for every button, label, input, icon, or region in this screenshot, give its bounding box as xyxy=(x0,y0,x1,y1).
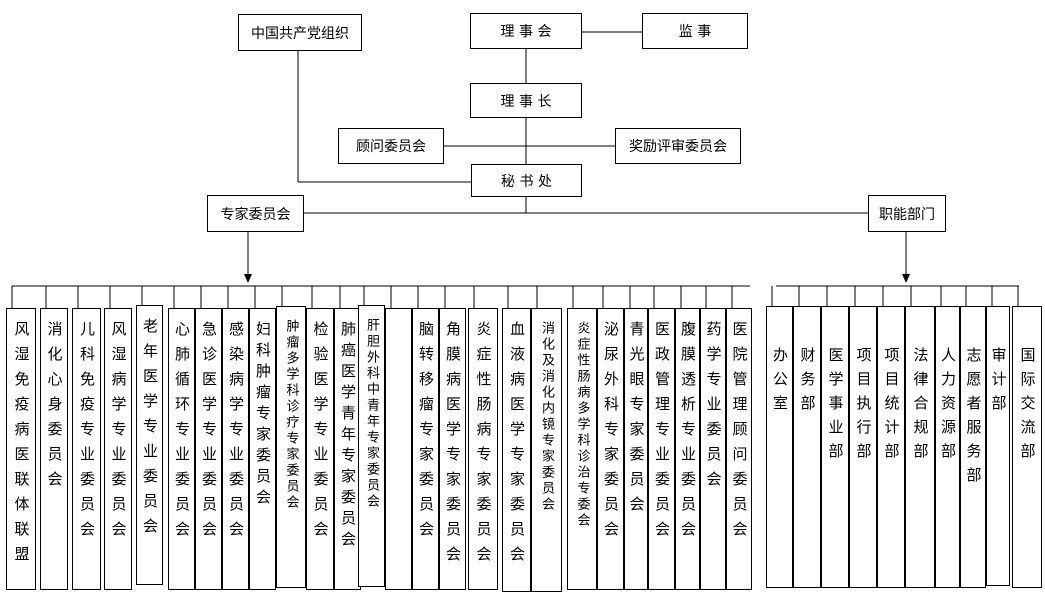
committee-label: 血液病医学专家委员会 xyxy=(508,321,526,571)
secretariat-box: 秘 书 处 xyxy=(471,164,582,197)
council-box: 理 事 会 xyxy=(470,13,582,49)
committee-box: 腹膜透析专业委员会 xyxy=(675,308,700,590)
committee-box: 心肺循环专业委员会 xyxy=(168,308,195,590)
committee-label: 急诊医学专业委员会 xyxy=(200,321,218,546)
department-box: 志愿者服务部 xyxy=(960,306,986,588)
supervisor-box: 监 事 xyxy=(642,13,748,49)
department-label: 志愿者服务部 xyxy=(964,347,983,491)
committee-box: 肺癌医学青年专家委员会 xyxy=(334,308,361,590)
department-label: 医学事业部 xyxy=(826,347,845,467)
committee-box: 青光眼专家委员会 xyxy=(624,308,648,590)
committee-label: 医政管理专业委员会 xyxy=(653,321,671,546)
committee-box xyxy=(385,308,412,590)
committee-label: 腹膜透析专业委员会 xyxy=(679,321,697,546)
secretariat-label: 秘 书 处 xyxy=(501,173,552,190)
committee-box: 泌尿外科专家委员会 xyxy=(597,308,624,590)
supervisor-label: 监 事 xyxy=(678,24,712,40)
party-organization-box: 中国共产党组织 xyxy=(238,14,362,51)
department-box: 医学事业部 xyxy=(821,306,849,588)
committee-label: 风湿免疫病医联体联盟 xyxy=(12,321,31,571)
committee-box: 角膜病医学专家委员会 xyxy=(439,308,466,590)
committee-box: 肿瘤多学科诊疗专家委员会 xyxy=(276,306,306,588)
council-label: 理 事 会 xyxy=(500,24,552,40)
chair-label: 理 事 长 xyxy=(500,93,552,110)
committee-box: 感染病学专业委员会 xyxy=(222,308,249,590)
committee-box: 妇科肿瘤专家委员会 xyxy=(249,308,276,590)
committee-label: 肝胆外科中青年专家委员会 xyxy=(364,318,379,510)
committee-label: 感染病学专业委员会 xyxy=(227,321,245,546)
award-committee-box: 奖励评审委员会 xyxy=(615,128,741,164)
committee-label: 炎症性肠病专家委员会 xyxy=(474,321,493,571)
expert-committee-label: 专家委员会 xyxy=(220,206,291,223)
department-box: 项目统计部 xyxy=(877,306,905,588)
committee-label: 医院管理顾问委员会 xyxy=(730,321,749,546)
committee-label: 风湿病学专业委员会 xyxy=(109,321,128,546)
functional-departments-box: 职能部门 xyxy=(868,195,946,232)
department-box: 人力资源部 xyxy=(935,306,960,588)
department-label: 审计部 xyxy=(989,347,1008,419)
department-box: 办公室 xyxy=(766,306,793,588)
functional-departments-label: 职能部门 xyxy=(879,206,935,223)
committee-label: 泌尿外科专家委员会 xyxy=(602,321,620,546)
department-box: 项目执行部 xyxy=(849,306,877,588)
department-label: 法律合规部 xyxy=(911,347,930,467)
committee-label: 儿科免疫专业委员会 xyxy=(78,321,96,546)
committee-box: 血液病医学专家委员会 xyxy=(502,308,531,592)
committee-label: 肺癌医学青年专家委员会 xyxy=(339,321,357,552)
department-label: 项目执行部 xyxy=(854,347,873,467)
committee-label: 心肺循环专业委员会 xyxy=(173,321,191,546)
committee-box: 老年医学专业委员会 xyxy=(136,305,163,585)
department-label: 财务部 xyxy=(798,347,817,419)
department-box: 财务部 xyxy=(793,306,821,588)
committee-box: 急诊医学专业委员会 xyxy=(195,308,222,590)
committee-box: 医政管理专业委员会 xyxy=(648,308,675,590)
committee-box: 炎症性肠病专家委员会 xyxy=(468,308,498,590)
committee-box: 医院管理顾问委员会 xyxy=(726,308,752,590)
committee-box: 检验医学专业委员会 xyxy=(306,308,334,590)
committee-label: 消化心身委员会 xyxy=(45,321,64,496)
committee-label: 检验医学专业委员会 xyxy=(311,321,330,546)
committee-box: 消化及消化内镜专家委员会 xyxy=(531,308,562,592)
committee-label: 炎症性肠病多学科诊治专委会 xyxy=(574,321,590,529)
committee-label: 青光眼专家委员会 xyxy=(627,321,646,521)
committee-box: 脑转移瘤专家委员会 xyxy=(412,308,439,590)
advisory-committee-box: 顾问委员会 xyxy=(338,128,444,164)
committee-box: 药学专业委员会 xyxy=(700,308,726,590)
committee-box: 风湿病学专业委员会 xyxy=(104,308,132,590)
award-committee-label: 奖励评审委员会 xyxy=(629,139,727,155)
committee-box: 风湿免疫病医联体联盟 xyxy=(6,308,36,590)
advisory-committee-label: 顾问委员会 xyxy=(356,139,426,155)
department-label: 国际交流部 xyxy=(1018,347,1037,467)
committee-label: 消化及消化内镜专家委员会 xyxy=(539,321,554,513)
chair-box: 理 事 长 xyxy=(470,83,582,118)
committee-label: 老年医学专业委员会 xyxy=(141,318,159,543)
committee-box: 炎症性肠病多学科诊治专委会 xyxy=(567,308,597,590)
department-box: 法律合规部 xyxy=(905,306,935,588)
department-box: 审计部 xyxy=(986,306,1010,586)
committee-label: 角膜病医学专家委员会 xyxy=(444,321,462,571)
department-box: 国际交流部 xyxy=(1012,306,1042,588)
department-label: 办公室 xyxy=(771,347,789,419)
expert-committee-box: 专家委员会 xyxy=(207,195,304,232)
committee-label: 药学专业委员会 xyxy=(704,321,723,496)
committee-box: 儿科免疫专业委员会 xyxy=(72,308,101,590)
party-organization-label: 中国共产党组织 xyxy=(251,25,349,42)
committee-box: 肝胆外科中青年专家委员会 xyxy=(358,305,385,587)
committee-label: 肿瘤多学科诊疗专家委员会 xyxy=(283,319,299,511)
department-label: 项目统计部 xyxy=(882,347,901,467)
committee-label: 妇科肿瘤专家委员会 xyxy=(254,321,272,510)
committee-box: 消化心身委员会 xyxy=(40,308,68,590)
department-label: 人力资源部 xyxy=(939,347,957,467)
committee-label: 脑转移瘤专家委员会 xyxy=(417,321,435,546)
